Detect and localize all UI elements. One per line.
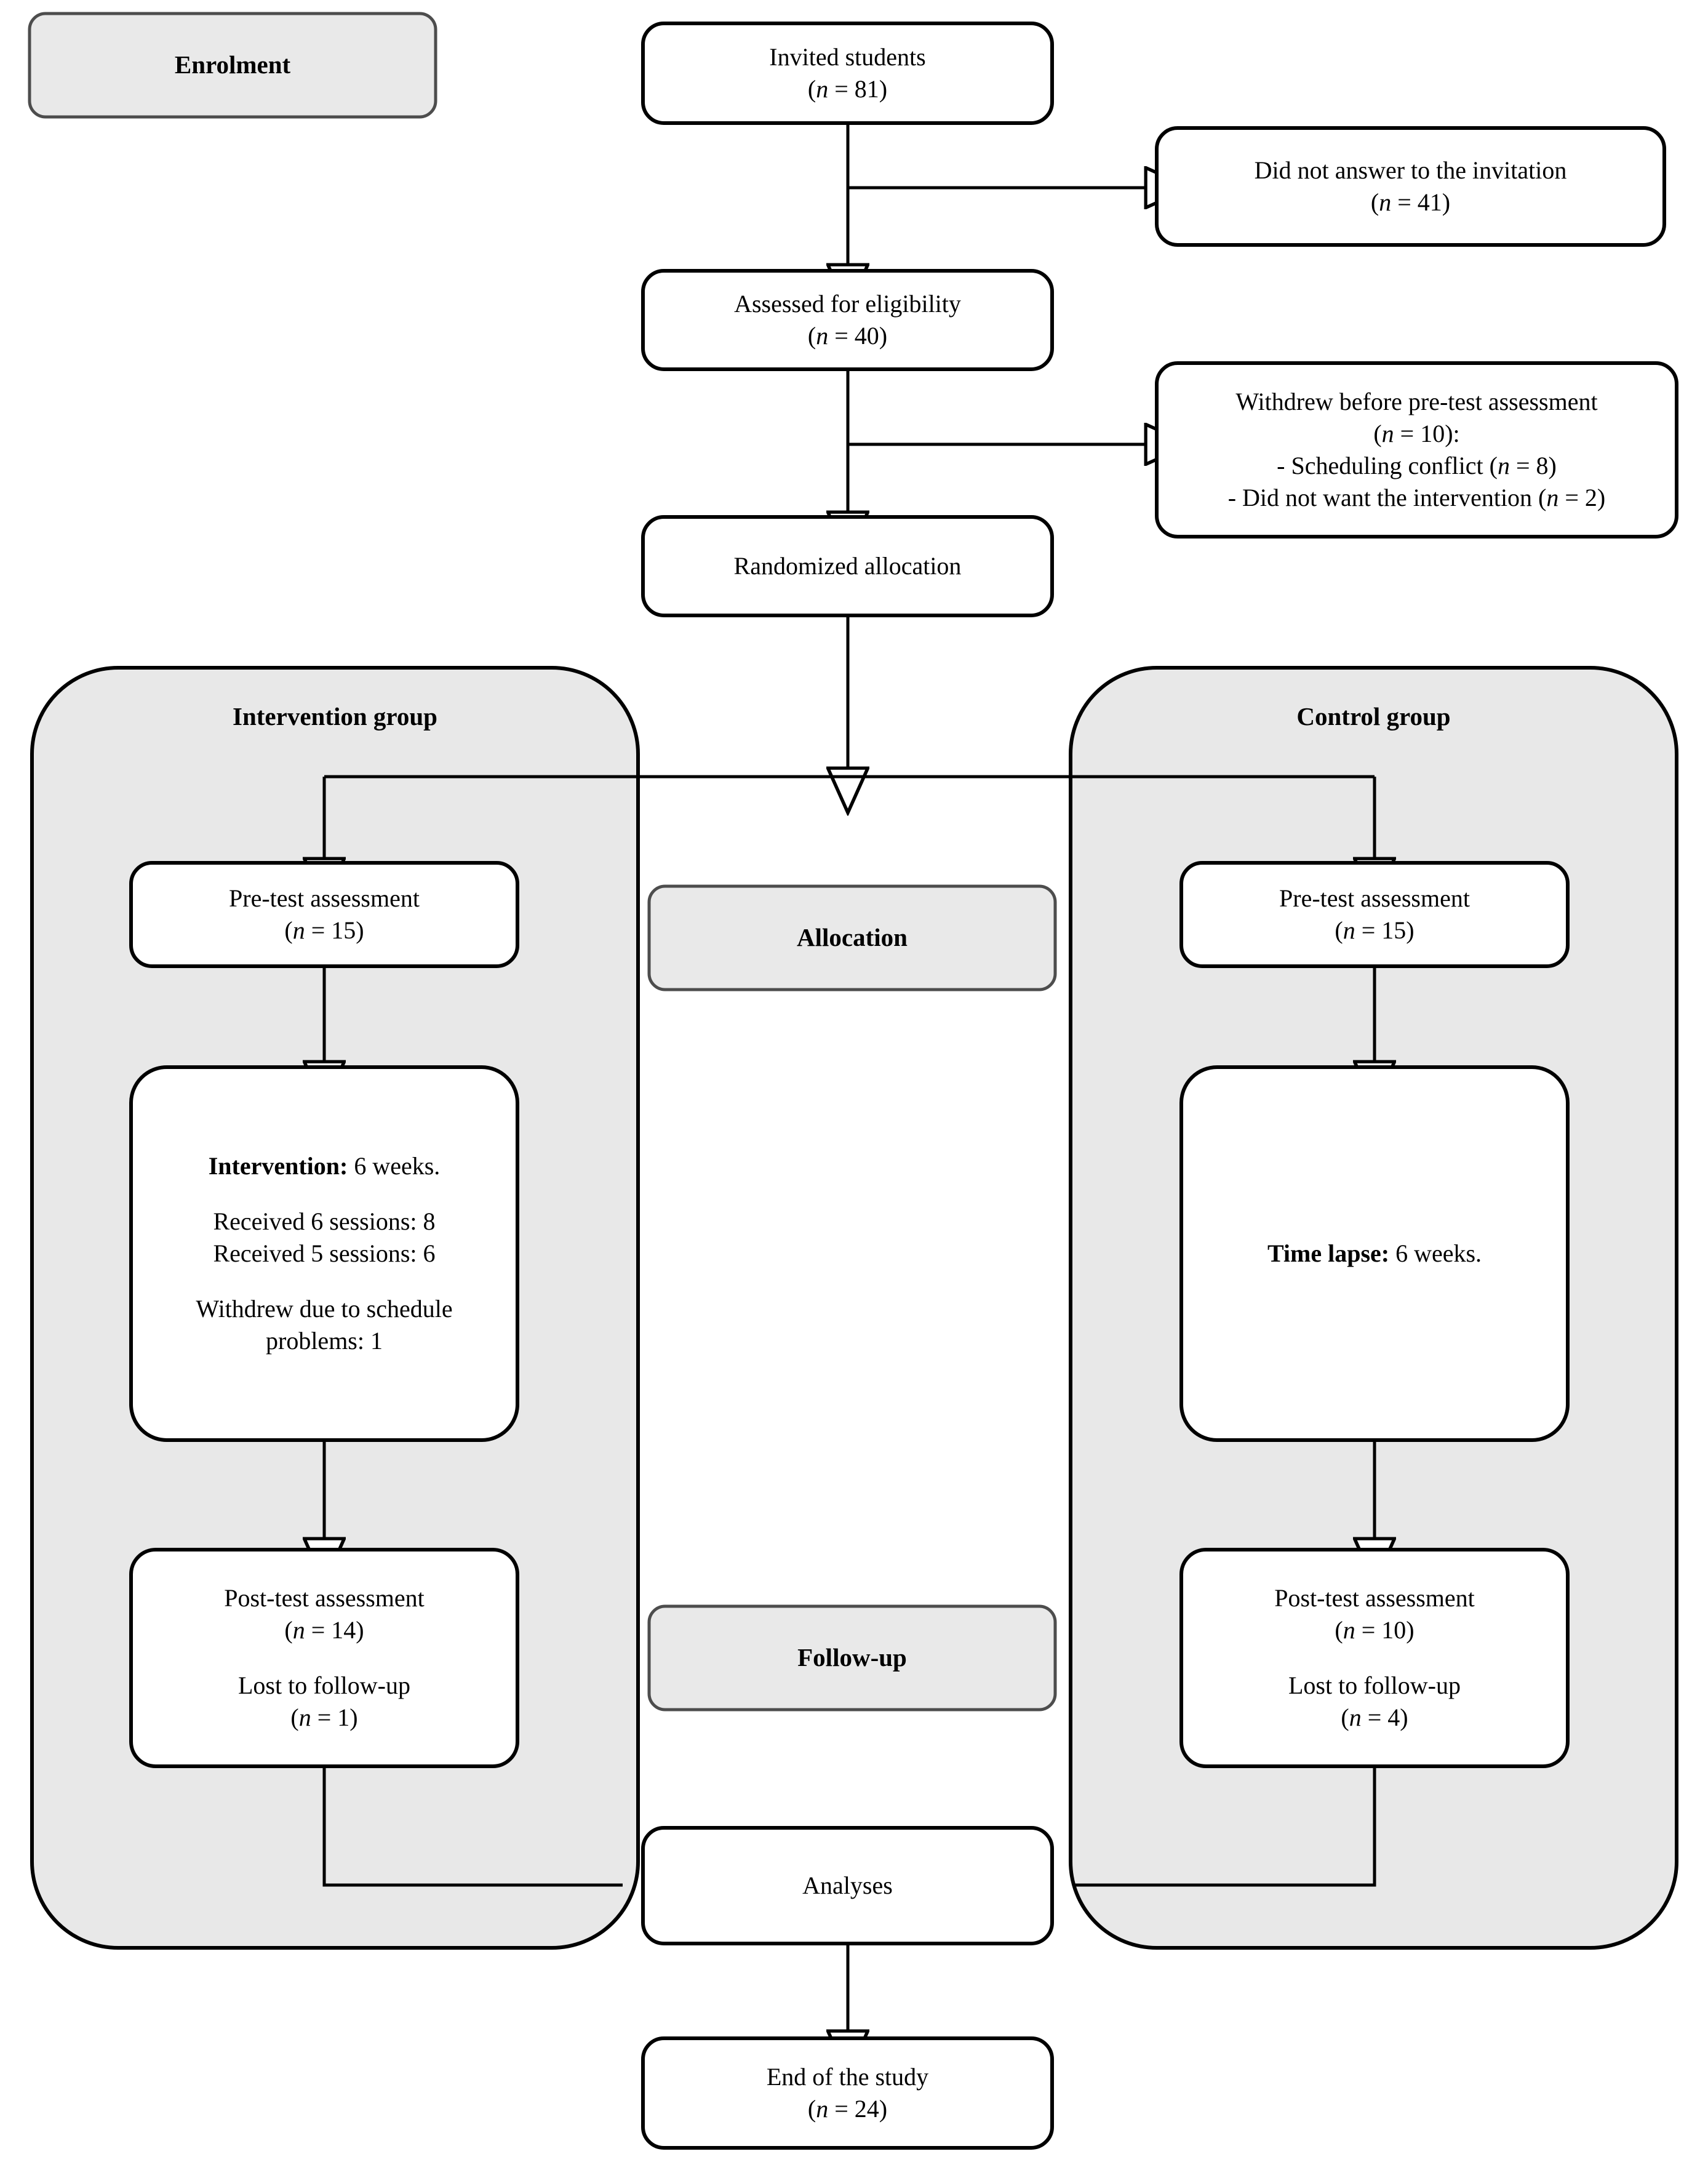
node-box-pretest-intervention <box>129 861 519 968</box>
node-box-posttest-intervention <box>129 1548 519 1768</box>
node-box-assessed-eligibility <box>641 269 1054 371</box>
node-box-analyses <box>641 1826 1054 1945</box>
node-box-did-not-answer <box>1155 126 1666 247</box>
connector-group <box>324 123 1375 2031</box>
connector-posttest-intervention-to-analyses <box>322 1766 623 1887</box>
node-box-time-lapse <box>1179 1065 1570 1442</box>
node-box-pretest-control <box>1179 861 1570 968</box>
node-box-intervention-detail <box>129 1065 519 1442</box>
stage-box-enrolment <box>28 12 437 119</box>
stage-box-followup <box>647 1604 1057 1712</box>
node-box-randomized-allocation <box>641 515 1054 617</box>
node-box-invited-students <box>641 22 1054 125</box>
connector-posttest-control-to-analyses <box>1074 1766 1376 1887</box>
stage-box-allocation <box>647 884 1057 991</box>
node-box-posttest-control <box>1179 1548 1570 1768</box>
node-box-withdrew-before-pretest <box>1155 361 1678 538</box>
node-box-end-of-study <box>641 2036 1054 2150</box>
